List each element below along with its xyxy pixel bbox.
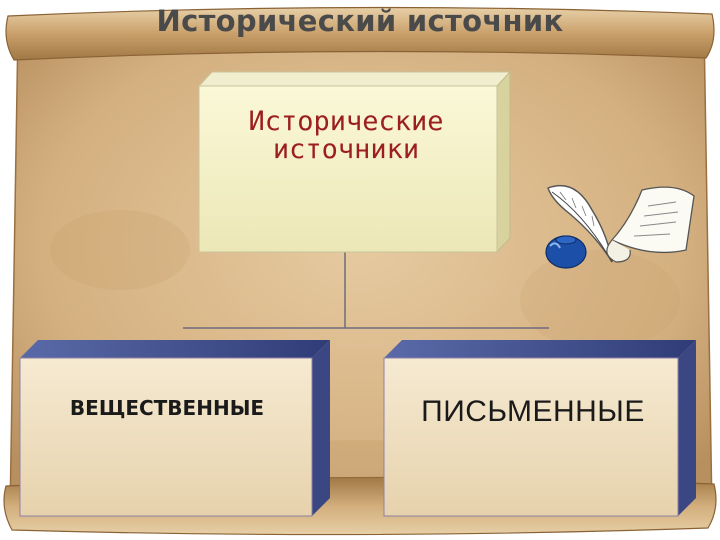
root-node-label: Исторические источники: [200, 106, 492, 166]
slide-title: Исторический источник: [156, 4, 564, 38]
child-node-written-box: [383, 340, 696, 517]
inkwell-icon: [545, 235, 587, 269]
root-node-label-line1: Исторические: [248, 106, 444, 137]
root-node-label-line2: источники: [272, 134, 420, 166]
root-node-box: [197, 70, 512, 254]
connector-lines: [183, 250, 549, 329]
paper-scroll-icon: [606, 186, 695, 263]
child-node-material-label: ВЕЩЕСТВЕННЫЕ: [69, 396, 265, 420]
child-node-written-label: ПИСЬМЕННЫЕ: [421, 395, 645, 428]
child-node-material-box: [19, 340, 330, 517]
